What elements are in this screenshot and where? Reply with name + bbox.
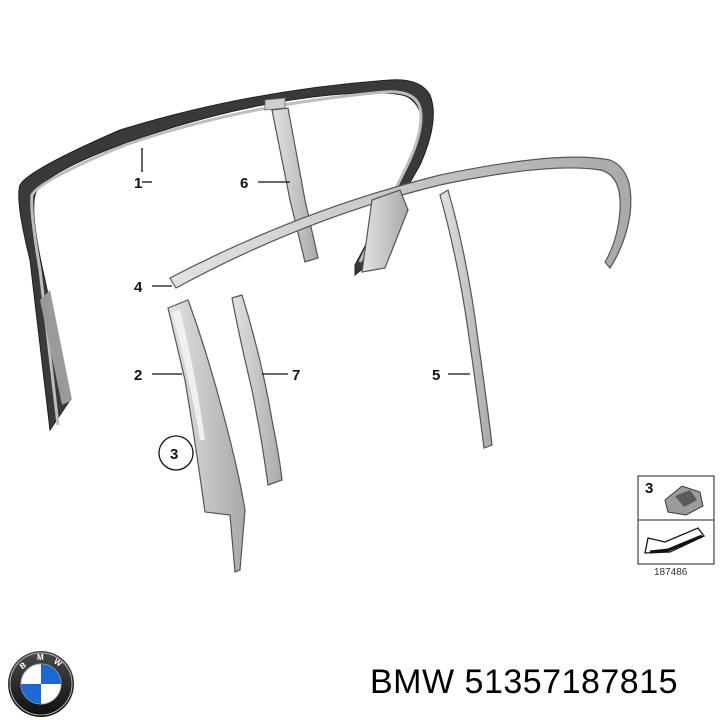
leader-lines	[141, 148, 470, 375]
logo-letter-m: M	[37, 653, 44, 662]
part-rear-pillar-trim	[361, 189, 409, 273]
logo-letter-b: B	[18, 660, 28, 671]
callouts: 1 6 4 2 7 5 3	[134, 175, 440, 471]
callout-1: 1	[134, 175, 142, 192]
callout-3: 3	[170, 446, 178, 463]
part-window-frame-seal	[18, 79, 434, 432]
callout-7: 7	[292, 367, 300, 384]
part-roof-trim-strip	[169, 156, 632, 289]
part-trim-strip	[231, 294, 283, 486]
inset-reference-number: 187486	[654, 567, 688, 578]
logo-letter-w: W	[52, 657, 64, 669]
inset-clip-detail: 3	[637, 475, 715, 565]
part-rear-trim-strip	[439, 189, 493, 449]
callout-6: 6	[240, 175, 248, 192]
callout-4: 4	[134, 279, 143, 296]
inset-arrow-icon	[644, 527, 705, 554]
callout-5: 5	[432, 367, 440, 384]
inset-arrow-shadow	[649, 534, 703, 554]
clip-icon-detail	[675, 490, 697, 507]
bmw-roundel-icon: B M W	[8, 651, 74, 717]
callout-2: 2	[134, 367, 142, 384]
callout-3-circle	[158, 435, 194, 471]
inset-callout: 3	[645, 480, 653, 497]
part-b-pillar-cover	[167, 299, 246, 573]
part-number-title: BMW 51357187815	[370, 663, 679, 701]
